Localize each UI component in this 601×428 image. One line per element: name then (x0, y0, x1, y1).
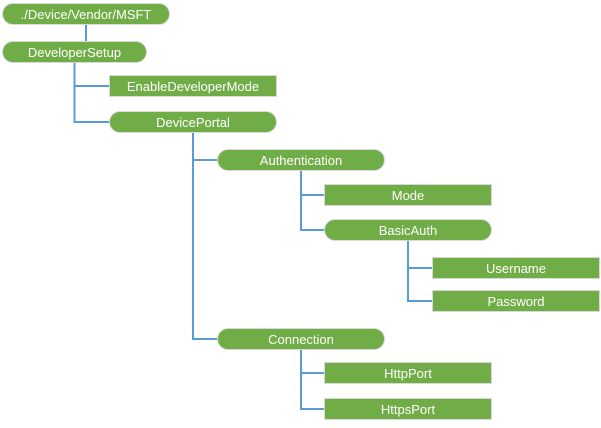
tree-node: DevicePortal (109, 111, 277, 133)
tree-node: Authentication (217, 149, 385, 171)
tree-node: DeveloperSetup (2, 41, 147, 63)
tree-node: HttpsPort (324, 398, 492, 420)
tree-node: Username (432, 257, 600, 279)
tree-node: HttpPort (324, 362, 492, 384)
tree-node: Password (432, 290, 600, 312)
tree-node: EnableDeveloperMode (109, 75, 277, 97)
tree-node: Connection (217, 328, 385, 350)
tree-node: Mode (324, 184, 492, 206)
tree-node: BasicAuth (324, 219, 492, 241)
tree-node: ./Device/Vendor/MSFT (2, 3, 170, 25)
